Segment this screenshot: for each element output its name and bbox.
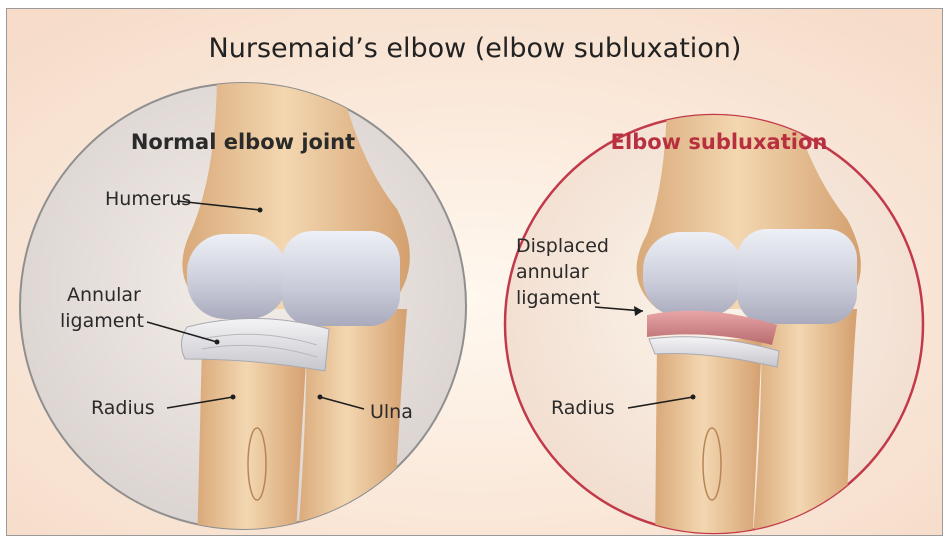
displaced-label-line2: annular bbox=[516, 261, 589, 283]
displaced-label-line3: ligament bbox=[516, 287, 600, 309]
figure-frame: Nursemaid’s elbow (elbow subluxation) No… bbox=[6, 8, 943, 536]
radius-label-normal: Radius bbox=[91, 397, 155, 419]
capitulum-cartilage bbox=[187, 234, 287, 319]
subluxation-panel-title: Elbow subluxation bbox=[611, 130, 828, 154]
figure-title: Nursemaid’s elbow (elbow subluxation) bbox=[209, 33, 742, 64]
normal-panel-title: Normal elbow joint bbox=[131, 130, 355, 154]
ulna-label: Ulna bbox=[370, 401, 413, 423]
radius-bone-illustration bbox=[197, 344, 307, 536]
humerus-label: Humerus bbox=[105, 188, 191, 210]
radius-bone-subluxation bbox=[655, 339, 762, 536]
displaced-label-line1: Displaced bbox=[516, 235, 609, 257]
trochlea-cartilage-subluxation bbox=[737, 229, 857, 324]
capitulum-cartilage-subluxation bbox=[643, 232, 743, 317]
trochlea-cartilage bbox=[282, 231, 400, 326]
elbow-diagram: Nursemaid’s elbow (elbow subluxation) No… bbox=[7, 9, 943, 536]
radius-label-subluxation: Radius bbox=[551, 397, 615, 419]
annular-ligament-label-line2: ligament bbox=[60, 310, 144, 332]
annular-ligament-label-line1: Annular bbox=[67, 284, 141, 306]
